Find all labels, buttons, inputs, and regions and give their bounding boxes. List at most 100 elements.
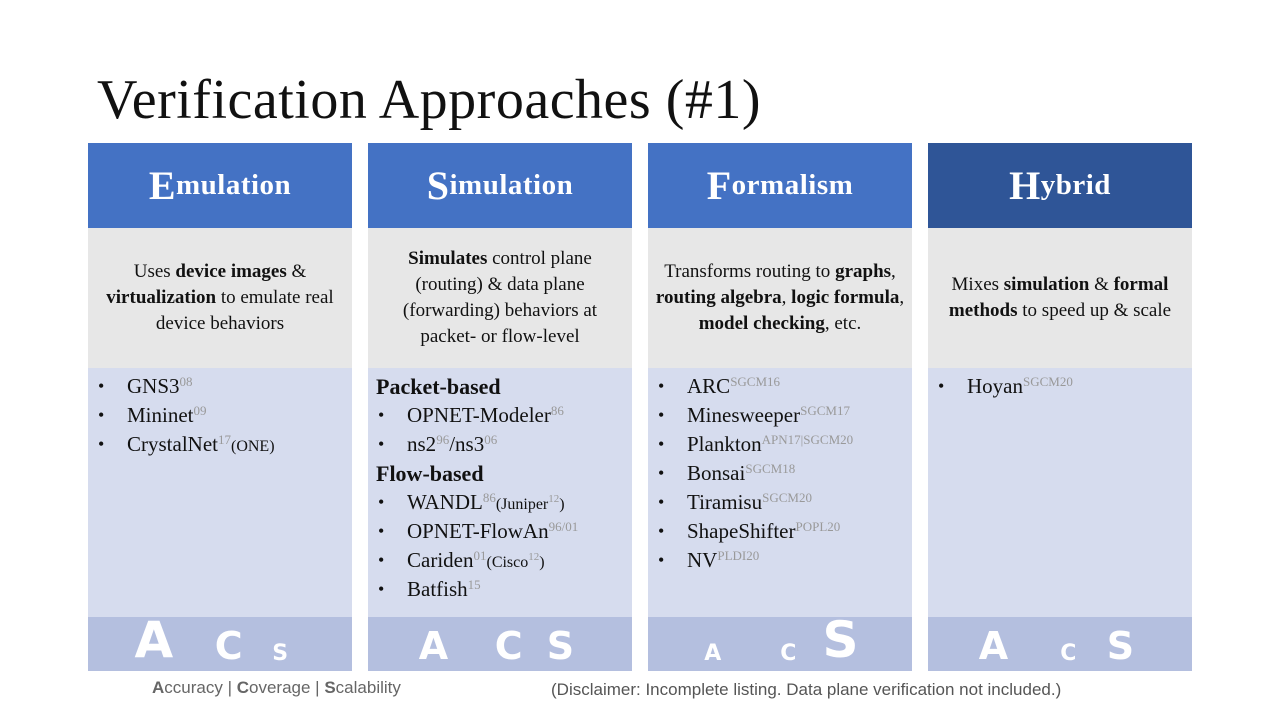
description-segment: to speed up & scale	[1017, 300, 1172, 321]
tool-name: Mininet	[127, 403, 194, 427]
legend-separator: |	[222, 678, 237, 697]
tool-name: Cariden	[407, 548, 474, 572]
bullet-icon: •	[658, 521, 665, 541]
legend-initial: S	[324, 678, 336, 697]
list-section-heading: Packet-based	[376, 374, 501, 399]
rating-letter-c: C	[494, 624, 523, 668]
bullet-icon: •	[658, 405, 665, 425]
rating-letter-c: C	[1060, 641, 1077, 666]
legend-separator: |	[310, 678, 325, 697]
tool-citation: PLDI20	[717, 548, 760, 563]
tool-list: •ARCSGCM16•MinesweeperSGCM17•PlanktonAPN…	[648, 368, 912, 617]
list-item: • MinesweeperSGCM17	[656, 401, 912, 430]
tool-name: GNS3	[127, 374, 180, 398]
bullet-icon: •	[658, 492, 665, 512]
list-item: • OPNET-Modeler86	[376, 401, 632, 430]
tool-citation: 01	[473, 548, 487, 563]
tool-name: ns2	[407, 432, 437, 456]
tool-citation: SGCM20	[1023, 374, 1073, 389]
column-description: Uses device images & virtualization to e…	[88, 228, 352, 368]
list-item: •PlanktonAPN17|SGCM20	[656, 430, 912, 459]
list-item: •CrystalNet17(ONE)	[96, 430, 352, 459]
header-rest: ormalism	[731, 169, 854, 201]
rating-letter-a: A	[704, 641, 722, 666]
bullet-icon: •	[378, 492, 385, 512]
column-description: Simulates control plane (routing) & data…	[368, 228, 632, 368]
description-keyword: logic formula	[791, 287, 900, 308]
tool-note-citation: 12	[528, 551, 540, 563]
rating-letter-s: S	[272, 641, 289, 666]
rating-letter-a: A	[418, 624, 449, 668]
tool-citation: SGCM17	[800, 403, 850, 418]
header-rest: imulation	[449, 169, 574, 201]
list-item: •Cariden01(Cisco12)	[376, 546, 632, 575]
description-segment: ,	[891, 261, 896, 282]
bullet-icon: •	[378, 405, 385, 425]
rating-letter-s: S	[1106, 624, 1135, 668]
tool-name: Batfish	[407, 577, 468, 601]
bullet-icon: •	[98, 434, 105, 454]
rating-letter-c: C	[214, 624, 243, 668]
tool-note-end: )	[539, 554, 545, 571]
description-segment: &	[286, 261, 307, 282]
description-text: Transforms routing to graphs, routing al…	[654, 259, 906, 337]
bullet-icon: •	[938, 376, 945, 396]
tool-name: Plankton	[687, 432, 762, 456]
description-keyword: simulation	[1003, 274, 1090, 295]
description-segment: Uses	[133, 261, 176, 282]
legend-word: overage	[249, 678, 311, 697]
tool-name: OPNET-Modeler	[407, 403, 551, 427]
tool-citation: 86	[482, 490, 496, 505]
slide-title: Verification Approaches (#1)	[97, 69, 761, 131]
description-keyword: Simulates	[408, 248, 488, 269]
tool-citation: SGCM16	[730, 374, 781, 389]
header-initial: H	[1009, 163, 1041, 208]
tool-list: •GNS308•Mininet09•CrystalNet17(ONE)	[88, 368, 352, 617]
bullet-icon: •	[98, 376, 105, 396]
list-item: •ns296/ns306	[376, 430, 632, 459]
tool-citation: 09	[193, 403, 207, 418]
tool-citation: 86	[550, 403, 564, 418]
tool-note-text: (Cisco	[486, 554, 529, 571]
tool-citation: 96	[436, 432, 450, 447]
tool-name: WANDL	[407, 490, 483, 514]
legend-word: calability	[335, 678, 401, 697]
rating-letter-a: A	[978, 624, 1009, 668]
tool-note: (Juniper12)	[496, 494, 565, 514]
header-initial: S	[426, 163, 450, 208]
list-item: • WANDL86(Juniper12)	[376, 488, 632, 517]
tool-list: Packet-based•OPNET-Modeler86•ns296/ns306…	[368, 368, 632, 617]
description-keyword: virtualization	[106, 287, 217, 308]
description-segment: , etc.	[824, 313, 862, 334]
header-rest: ybrid	[1040, 169, 1111, 201]
header-initial: F	[706, 163, 732, 208]
legend-initial: A	[152, 678, 165, 697]
tool-note-text: (ONE)	[230, 438, 275, 455]
rating-letter-s: S	[546, 624, 575, 668]
tool-name: Minesweeper	[687, 403, 801, 427]
description-keyword: formal methods	[948, 274, 1169, 321]
column-description: Transforms routing to graphs, routing al…	[648, 228, 912, 368]
description-text: Uses device images & virtualization to e…	[94, 259, 346, 337]
list-item: •Batfish15	[376, 575, 632, 604]
tool-note-end: )	[559, 496, 565, 513]
list-item: •GNS308	[96, 372, 352, 401]
legend-initial: C	[236, 678, 250, 697]
list-item: •OPNET-FlowAn96/01	[376, 517, 632, 546]
rating-letter-s: S	[822, 611, 859, 669]
tool-citation: 96/01	[548, 519, 579, 534]
tool-name: CrystalNet	[127, 432, 218, 456]
rating-legend: Accuracy | Coverage | Scalability	[152, 678, 401, 698]
bullet-icon: •	[658, 463, 665, 483]
list-item: •Mininet09	[96, 401, 352, 430]
description-keyword: graphs	[835, 261, 892, 282]
tool-name: /ns3	[449, 432, 485, 456]
list-item: •BonsaiSGCM18	[656, 459, 912, 488]
